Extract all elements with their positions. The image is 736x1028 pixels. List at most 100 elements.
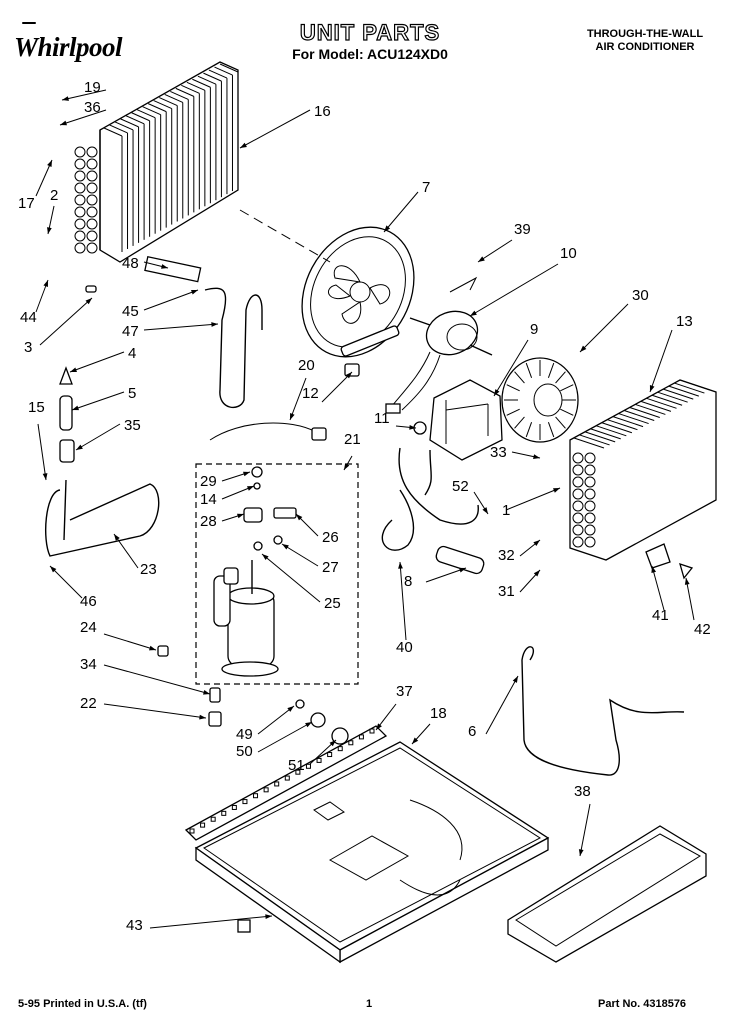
page-number: 1 [366, 998, 373, 1010]
leader-line [103, 703, 207, 719]
callout-number-27: 27 [322, 559, 339, 576]
motor-bracket-part [429, 379, 503, 461]
leader-line [649, 329, 673, 393]
leader-line [39, 297, 93, 346]
leader-line [493, 339, 529, 397]
small-hardware-parts [59, 255, 694, 933]
callout-number-21: 21 [344, 431, 361, 448]
leader-line [257, 721, 313, 753]
callout-number-23: 23 [140, 561, 157, 578]
callout-number-39: 39 [514, 221, 531, 238]
leader-arrowhead [287, 706, 294, 712]
leader-arrowhead [412, 737, 419, 744]
leader-arrowhead [398, 562, 403, 569]
leader-line [469, 263, 559, 317]
leader-line [425, 567, 467, 583]
leader-line [399, 561, 407, 641]
leader-arrowhead [580, 345, 587, 352]
leader-line [61, 89, 107, 101]
leader-arrowhead [345, 372, 352, 379]
callout-number-31: 31 [498, 583, 515, 600]
callout-number-43: 43 [126, 917, 143, 934]
callout-number-18: 18 [430, 705, 447, 722]
callout-number-6: 6 [468, 723, 476, 740]
leader-arrowhead [237, 513, 244, 519]
print-info: 5-95 Printed in U.S.A. (tf) [18, 998, 147, 1010]
callout-number-17: 17 [18, 195, 35, 212]
leader-arrowhead [533, 540, 540, 546]
blower-wheel-part [501, 357, 579, 443]
product-type-line2: AIR CONDITIONER [595, 41, 695, 53]
callout-leader-lines [35, 89, 695, 929]
leader-line [505, 487, 561, 511]
leader-line [59, 109, 107, 126]
part-number: Part No. 4318576 [598, 998, 687, 1010]
compressor-group-box [195, 463, 359, 685]
model-number: For Model: ACU124XD0 [292, 46, 448, 62]
leader-arrowhead [290, 413, 295, 420]
leader-line [261, 553, 321, 603]
callout-number-8: 8 [404, 573, 412, 590]
leader-arrowhead [651, 566, 657, 573]
leader-arrowhead [247, 486, 254, 491]
leader-arrowhead [494, 389, 500, 396]
leader-arrowhead [482, 507, 488, 514]
leader-arrowhead [191, 290, 198, 295]
leader-arrowhead [262, 554, 269, 561]
logo-badge [22, 22, 36, 24]
callout-number-36: 36 [84, 99, 101, 116]
callout-number-29: 29 [200, 473, 217, 490]
callout-number-22: 22 [80, 695, 97, 712]
leader-arrowhead [42, 473, 48, 480]
leader-line [685, 577, 695, 621]
leader-arrowhead [43, 280, 48, 287]
leader-line [239, 109, 311, 149]
leader-arrowhead [240, 142, 247, 148]
leader-arrowhead [478, 256, 485, 262]
leader-arrowhead [62, 96, 69, 101]
product-type-line1: THROUGH-THE-WALL [586, 28, 704, 40]
leader-arrowhead [329, 740, 336, 747]
callout-number-24: 24 [80, 619, 97, 636]
leader-line [103, 633, 157, 651]
callout-number-42: 42 [694, 621, 711, 638]
leader-arrowhead [649, 385, 655, 392]
fan-motor-part [385, 310, 493, 414]
leader-line [383, 191, 419, 233]
callout-number-35: 35 [124, 417, 141, 434]
panel-part [507, 825, 707, 963]
callout-number-37: 37 [396, 683, 413, 700]
condenser-coil-part [74, 61, 239, 263]
callout-number-47: 47 [122, 323, 139, 340]
leader-arrowhead [512, 676, 518, 683]
leader-arrowhead [50, 566, 57, 573]
callout-number-20: 20 [298, 357, 315, 374]
callout-number-49: 49 [236, 726, 253, 743]
callout-number-30: 30 [632, 287, 649, 304]
leader-arrowhead [203, 689, 210, 695]
callout-number-41: 41 [652, 607, 669, 624]
leader-line [477, 239, 513, 263]
leader-arrowhead [470, 310, 477, 316]
leader-arrowhead [149, 645, 156, 651]
leader-arrowhead [409, 424, 416, 430]
leader-arrowhead [243, 471, 250, 477]
callout-number-32: 32 [498, 547, 515, 564]
leader-line [579, 803, 591, 857]
callout-number-7: 7 [422, 179, 430, 196]
leader-line [651, 565, 665, 611]
callout-number-25: 25 [324, 595, 341, 612]
refrigerant-tubing-parts [45, 287, 685, 776]
leader-arrowhead [459, 567, 466, 573]
leader-arrowhead [344, 463, 350, 470]
callout-number-44: 44 [20, 309, 37, 326]
callout-number-48: 48 [122, 255, 139, 272]
leader-line [149, 915, 273, 929]
callout-number-13: 13 [676, 313, 693, 330]
leader-arrowhead [384, 225, 391, 232]
callout-number-16: 16 [314, 103, 331, 120]
brand-name: Whirlpool [14, 32, 123, 62]
callout-number-15: 15 [28, 399, 45, 416]
leader-arrowhead [296, 514, 303, 521]
